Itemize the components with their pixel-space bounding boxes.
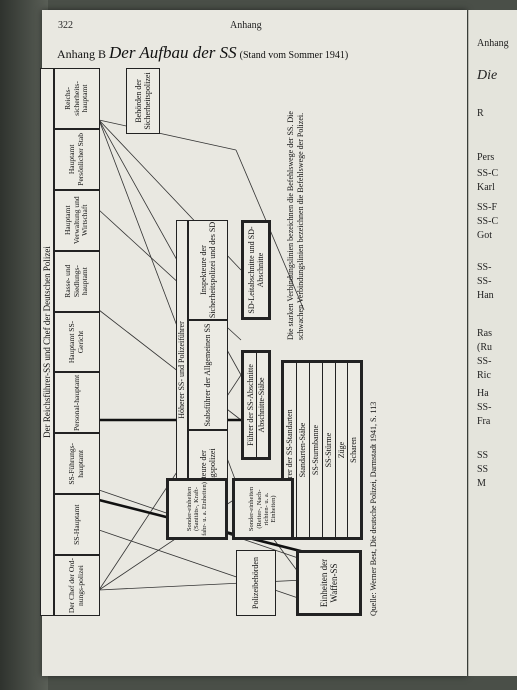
next-page-text: Ras bbox=[477, 328, 492, 339]
next-page-text: Karl bbox=[477, 182, 495, 193]
next-page-text: Ric bbox=[477, 370, 491, 381]
next-page-text: SS- bbox=[477, 356, 492, 367]
next-page-text: SS- bbox=[477, 276, 492, 287]
org-chart: Der Reichsführer-SS und Chef der Deutsch… bbox=[36, 60, 378, 620]
next-page-text: Fra bbox=[477, 416, 491, 427]
next-page-text: Die bbox=[477, 68, 498, 83]
next-page-text: Han bbox=[477, 290, 494, 301]
next-page-text: (Ru bbox=[477, 342, 492, 353]
next-page-text: SS- bbox=[477, 262, 492, 273]
title-prefix: Anhang B bbox=[57, 47, 106, 61]
sondereinheiten-sanitaets-layer bbox=[36, 60, 366, 620]
next-page-text: R bbox=[477, 108, 484, 119]
title-subtitle: (Stand vom Sommer 1941) bbox=[239, 50, 349, 61]
next-page-text: SS bbox=[477, 450, 489, 461]
next-page-text: SS- bbox=[477, 402, 492, 413]
title-main: Der Aufbau der SS bbox=[109, 43, 237, 62]
next-page-text: SS-C bbox=[477, 216, 499, 227]
next-page-text: M bbox=[477, 478, 486, 489]
source-citation: Quelle: Werner Best, Die deutsche Polize… bbox=[369, 401, 378, 616]
next-page-text: Anhang bbox=[477, 38, 509, 49]
next-page-text: Pers bbox=[477, 152, 495, 163]
next-page-text: Ha bbox=[477, 388, 489, 399]
next-page-text: SS-C bbox=[477, 168, 499, 179]
next-page-text: SS bbox=[477, 464, 489, 475]
page-number: 322 bbox=[58, 20, 73, 31]
next-page-text: SS-F bbox=[477, 202, 498, 213]
page-title: Anhang B Der Aufbau der SS (Stand vom So… bbox=[57, 43, 348, 63]
running-header: Anhang bbox=[230, 20, 262, 31]
next-page-text: Got bbox=[477, 230, 492, 241]
